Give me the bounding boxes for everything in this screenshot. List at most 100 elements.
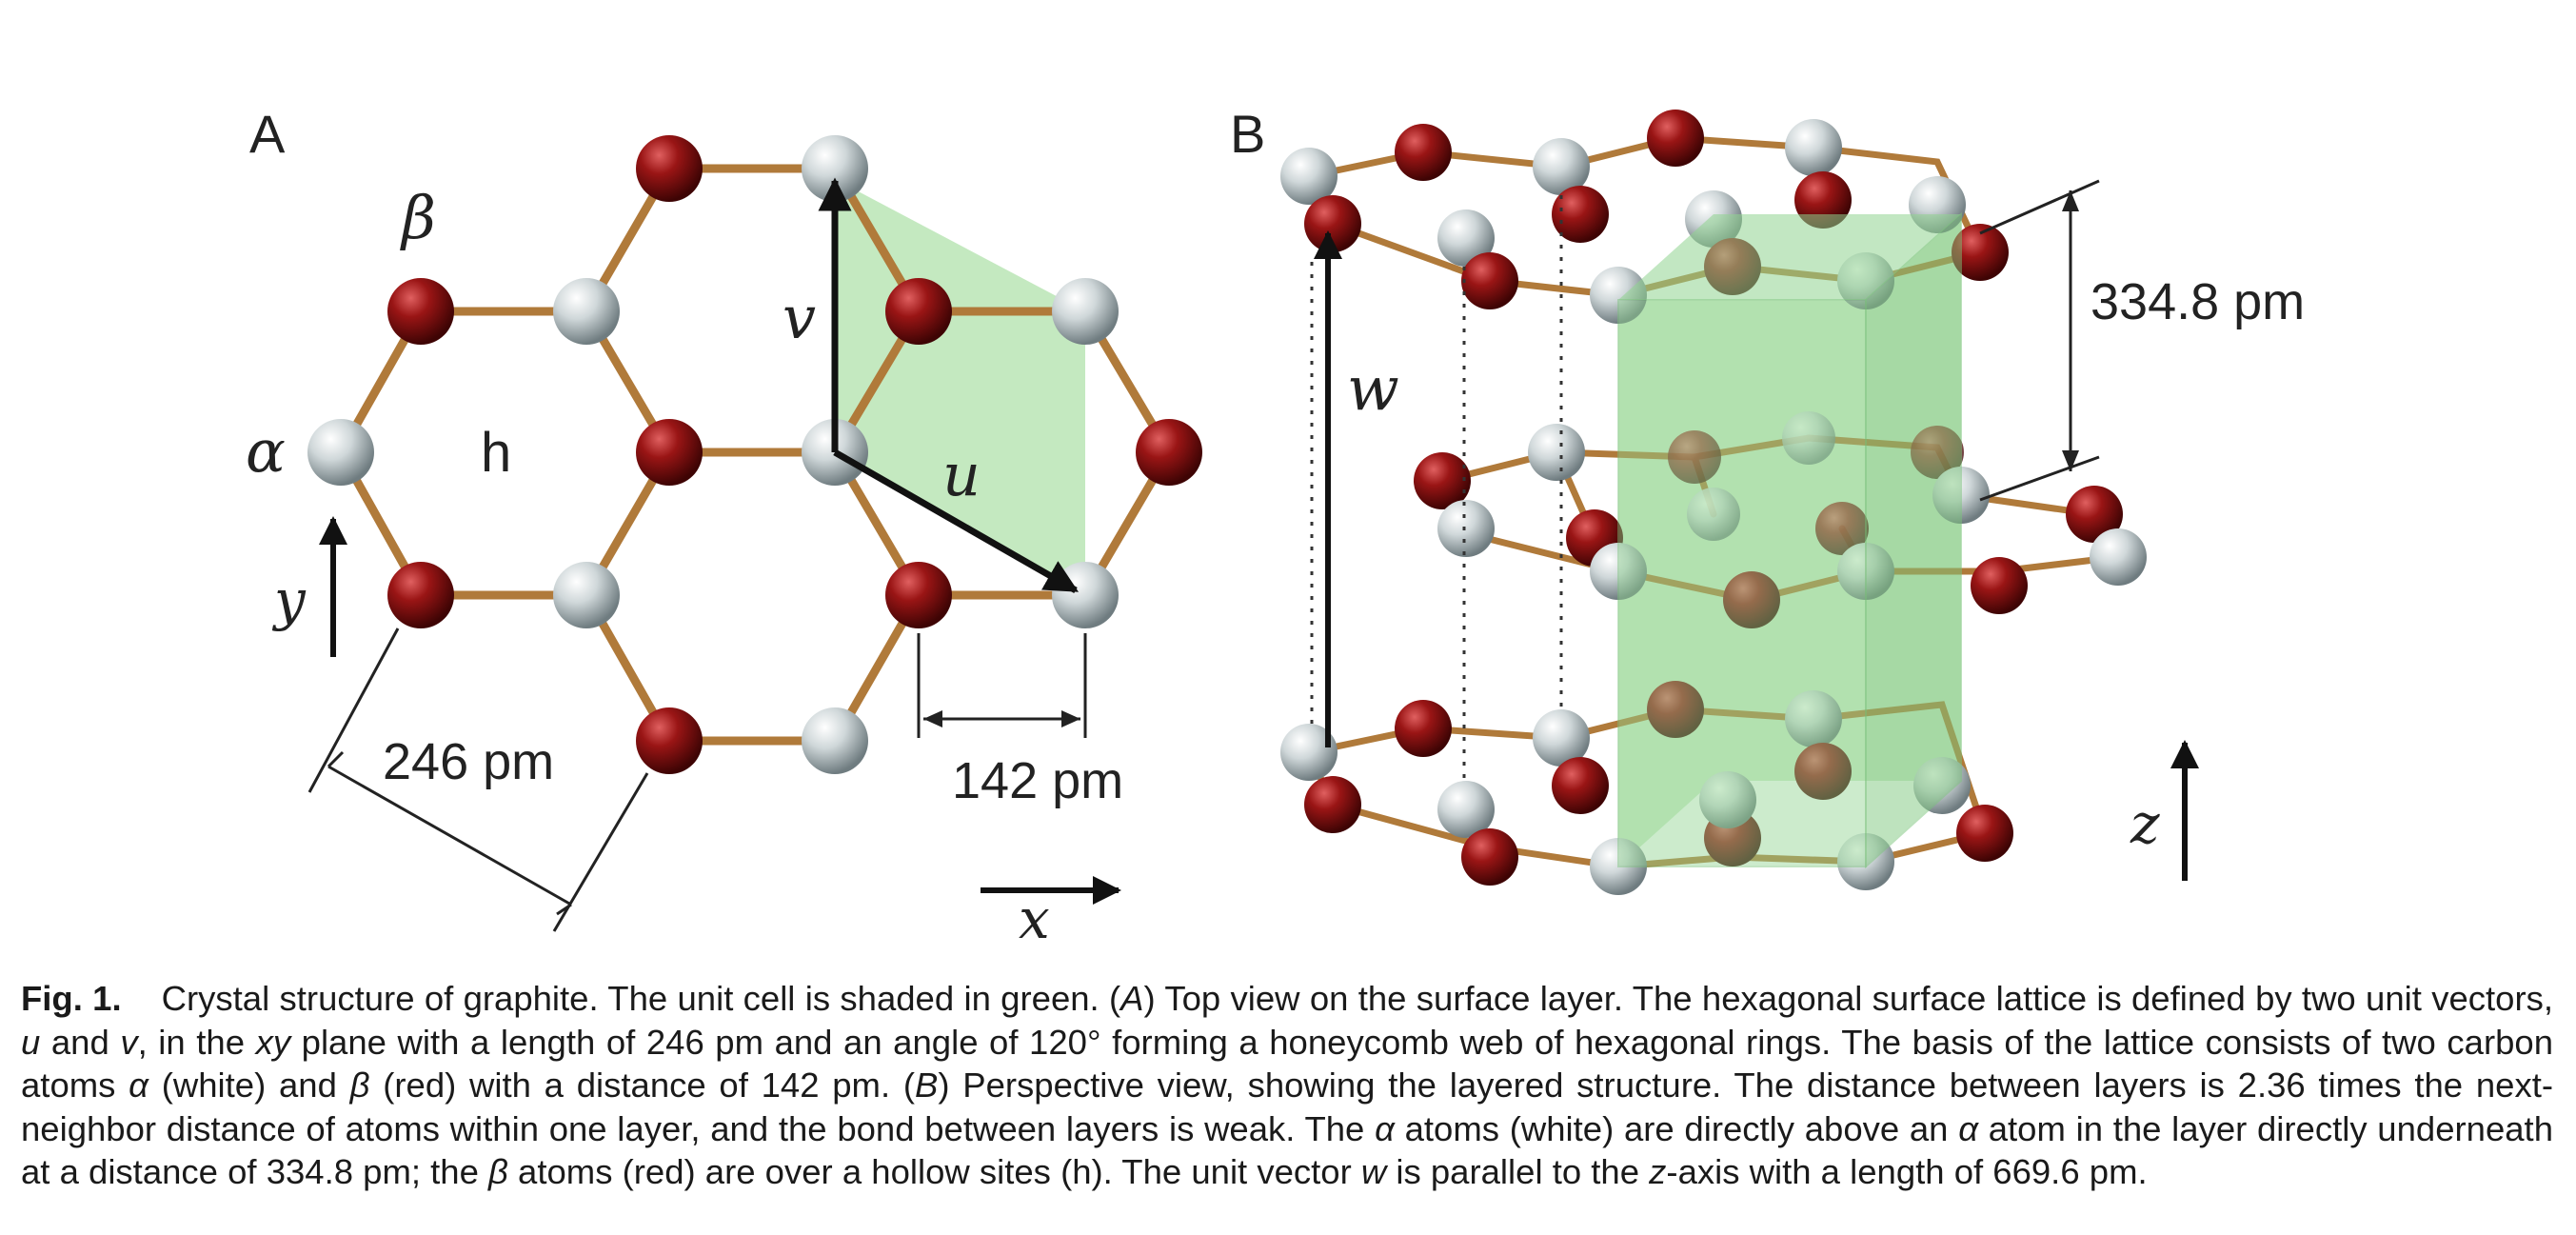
caption-text: atoms (red) are over a hollow sites (h).… [507, 1152, 1361, 1191]
caption-text: and [40, 1022, 121, 1062]
dimension-334 [1979, 179, 2100, 502]
beta-atom [1461, 252, 1518, 309]
beta-atom [1971, 557, 2028, 614]
beta-atom [636, 135, 703, 202]
beta-atom [636, 419, 703, 486]
beta-atom [885, 562, 952, 628]
beta-atom [1956, 805, 2013, 862]
alpha-atom [1437, 781, 1495, 838]
unit-cell-right [1865, 211, 1962, 869]
beta-atom [387, 278, 454, 345]
alpha-atom [1437, 500, 1495, 557]
hollow-site-label: h [481, 422, 511, 484]
caption-symbol: α [1375, 1108, 1395, 1148]
alpha-atom [1782, 411, 1835, 465]
dimension-142-label: 142 pm [952, 752, 1123, 809]
caption-text: is parallel to the [1386, 1152, 1650, 1191]
vector-w-label: w [1347, 354, 1399, 425]
atoms-a [307, 135, 1202, 774]
caption-symbol: w [1360, 1152, 1387, 1191]
beta-atom [1304, 195, 1361, 252]
alpha-atom [1528, 424, 1585, 481]
figure-number: Fig. 1. [21, 979, 122, 1018]
beta-label: β [400, 183, 436, 252]
alpha-atom [1590, 267, 1647, 324]
dimension-246-label: 246 pm [383, 733, 554, 790]
caption-text: Crystal structure of graphite. The unit … [161, 979, 1121, 1018]
caption-text: (white) and [148, 1066, 350, 1105]
beta-atom [1952, 224, 2009, 281]
beta-atom [1461, 828, 1518, 886]
caption-text: ) Top view on the surface layer. The hex… [1143, 979, 2553, 1018]
caption-text: plane with a length of 246 pm and an ang… [21, 1022, 2554, 1106]
panel-a-label: A [249, 104, 286, 164]
caption-panel-ref: A [1120, 979, 1144, 1018]
dimension-334-label: 334.8 pm [2091, 273, 2305, 330]
beta-atom [1647, 110, 1704, 167]
unit-cell-side [1617, 299, 1867, 867]
beta-atom [1304, 776, 1361, 833]
panel-a: A [246, 104, 1202, 951]
alpha-atom [1699, 771, 1756, 828]
vector-v-label: v [783, 283, 816, 352]
beta-atom [1723, 571, 1780, 628]
beta-atom [1414, 452, 1471, 509]
caption-text: (red) with a distance of 142 pm. ( [369, 1066, 915, 1105]
beta-atom [1815, 502, 1869, 555]
graphite-figure: A [246, 104, 2305, 951]
caption-symbol: v [120, 1022, 138, 1062]
alpha-atom [1052, 278, 1119, 345]
caption-symbol: z [1649, 1152, 1667, 1191]
alpha-atom [553, 278, 620, 345]
beta-atom [1395, 700, 1452, 757]
alpha-atom [1533, 138, 1590, 195]
alpha-label: α [246, 416, 286, 486]
caption-text: , in the [137, 1022, 256, 1062]
caption-symbol: u [21, 1022, 41, 1062]
z-axis-label: z [2130, 791, 2160, 856]
alpha-atom [553, 562, 620, 628]
caption-symbol: β [349, 1066, 370, 1105]
alpha-atom [1052, 562, 1119, 628]
alpha-atom [1280, 724, 1338, 781]
caption-text: ) Perspective view, showing the layered … [21, 1066, 2553, 1148]
vector-u-label: u [942, 440, 981, 509]
alpha-atom [1785, 690, 1842, 747]
unit-cell-front [1618, 214, 1961, 300]
beta-atom [1552, 186, 1609, 243]
caption-text: atoms (white) are directly above an [1394, 1108, 1959, 1148]
beta-atom [1395, 124, 1452, 181]
caption-text: -axis with a length of 669.6 pm. [1666, 1152, 2148, 1191]
caption-symbol: α [1958, 1108, 1979, 1148]
panel-b-label: B [1230, 104, 1265, 164]
alpha-atom [1590, 838, 1647, 895]
caption-panel-ref: B [914, 1066, 939, 1105]
beta-atom [1552, 757, 1609, 814]
panel-b: B [1230, 104, 2305, 895]
alpha-atom [802, 707, 868, 774]
beta-atom [1794, 743, 1852, 800]
y-axis-label: y [271, 568, 307, 632]
beta-atom [885, 278, 952, 345]
caption-symbol: β [488, 1152, 508, 1191]
caption-symbol: xy [255, 1022, 291, 1062]
alpha-atom [1437, 209, 1495, 267]
beta-atom [387, 562, 454, 628]
figure-caption: Fig. 1. Crystal structure of graphite. Th… [21, 977, 2553, 1194]
alpha-atom [307, 419, 374, 486]
x-axis-label: x [1019, 886, 1050, 951]
alpha-atom [1687, 488, 1740, 541]
beta-atom [636, 707, 703, 774]
alpha-atom [1590, 543, 1647, 600]
beta-atom [1136, 419, 1202, 486]
dimension-246 [307, 627, 649, 932]
beta-atom [2066, 486, 2123, 543]
alpha-atom [1533, 709, 1590, 767]
caption-symbol: α [129, 1066, 149, 1105]
caption-text: atom in the layer directly underneath at… [21, 1108, 2553, 1192]
alpha-atom [1785, 119, 1842, 176]
beta-atom [1668, 430, 1721, 484]
dimension-142 [917, 633, 1087, 738]
vector-u-arrow [833, 448, 1080, 594]
alpha-atom [1280, 148, 1338, 205]
